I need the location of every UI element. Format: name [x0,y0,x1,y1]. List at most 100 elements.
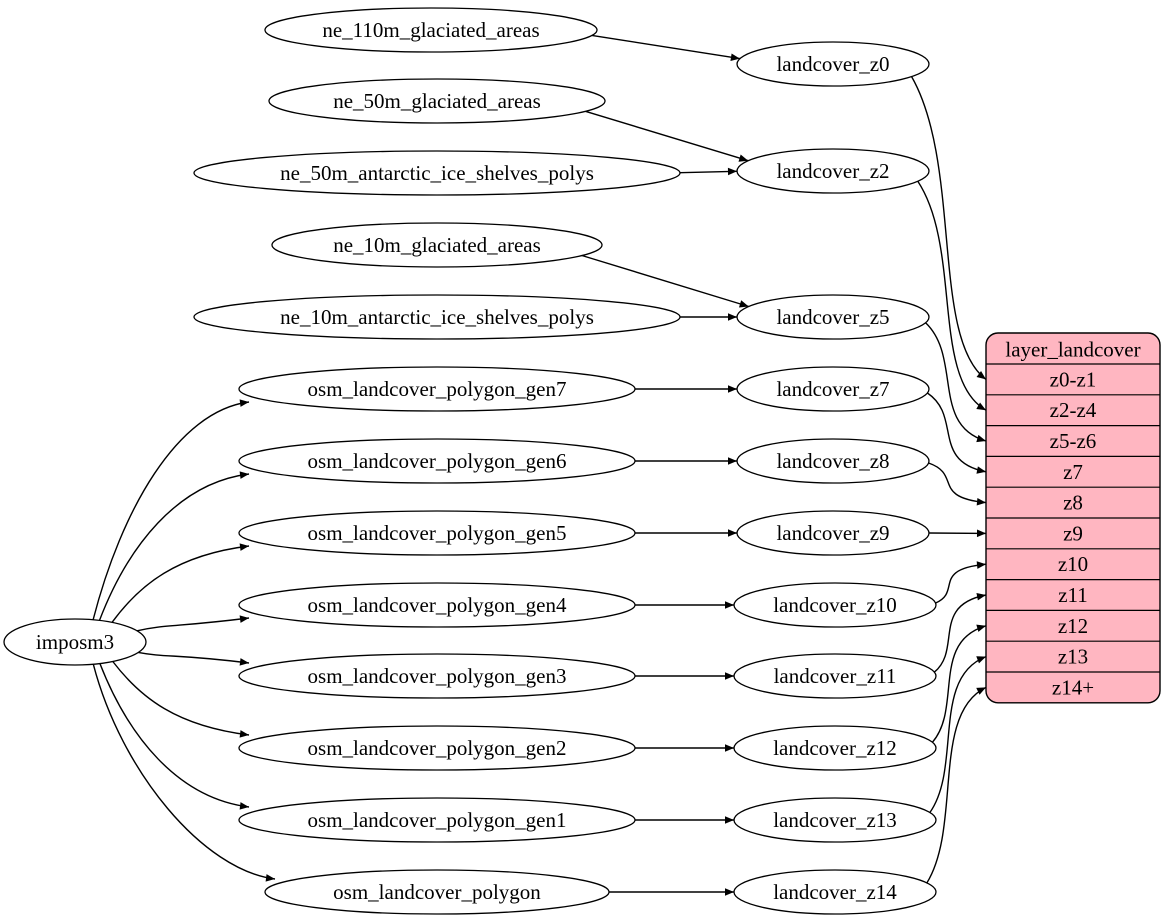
node-label: osm_landcover_polygon_gen6 [308,449,567,473]
node-ellipse [268,78,606,124]
node-label: ne_10m_antarctic_ice_shelves_polys [280,305,594,329]
node-ellipse [238,725,636,771]
node-osm_landcover_polygon_gen1: osm_landcover_polygon_gen1 [238,797,636,843]
edge-ne_50m_glaciated_areas-to-landcover_z2 [585,110,749,162]
node-landcover_z2: landcover_z2 [736,148,930,194]
node-ellipse [736,294,930,340]
edge-imposm3-to-osm_landcover_polygon_gen6 [98,471,250,621]
edge-landcover_z2-to-z2-z4 [917,180,987,411]
record-row-label: z10 [1058,552,1088,576]
node-landcover_z11: landcover_z11 [733,653,937,699]
node-landcover_z12: landcover_z12 [733,725,937,771]
node-label: landcover_z11 [774,664,897,688]
edge-ne_10m_glaciated_areas-to-landcover_z5 [581,254,749,308]
node-label: landcover_z13 [773,808,897,832]
node-label: landcover_z9 [776,521,889,545]
node-landcover_z10: landcover_z10 [733,582,937,628]
node-landcover_z5: landcover_z5 [736,294,930,340]
node-label: landcover_z7 [776,377,889,401]
edge-landcover_z5-to-z5-z6 [925,322,987,443]
node-osm_landcover_polygon: osm_landcover_polygon [264,869,610,915]
node-label: landcover_z12 [773,736,897,760]
node-ellipse [238,653,636,699]
node-osm_landcover_polygon_gen4: osm_landcover_polygon_gen4 [238,582,636,628]
node-ne_50m_antarctic_ice_shelves_polys: ne_50m_antarctic_ice_shelves_polys [193,150,681,196]
node-osm_landcover_polygon_gen6: osm_landcover_polygon_gen6 [238,438,636,484]
node-ellipse [238,366,636,412]
node-ellipse [271,222,603,268]
node-osm_landcover_polygon_gen3: osm_landcover_polygon_gen3 [238,653,636,699]
edge-ne_50m_antarctic_ice_shelves_polys-to-landcover_z2 [679,167,738,176]
node-label: landcover_z5 [776,305,889,329]
node-ellipse [733,869,937,915]
edge-imposm3-to-osm_landcover_polygon [92,664,276,882]
edge-landcover_z13-to-z13 [929,655,987,813]
record-row-label: z14+ [1052,675,1094,699]
edge-landcover_z12-to-z12 [931,624,987,743]
node-ne_10m_glaciated_areas: ne_10m_glaciated_areas [271,222,603,268]
node-ellipse [736,510,930,556]
node-imposm3: imposm3 [3,618,147,666]
record-row-label: z9 [1063,521,1083,545]
record-row-label: z7 [1063,460,1083,484]
node-ne_50m_glaciated_areas: ne_50m_glaciated_areas [268,78,606,124]
record-row-label: z13 [1058,645,1088,669]
node-ellipse [736,148,930,194]
node-ellipse [193,294,681,340]
node-label: landcover_z14 [773,880,897,904]
node-landcover_z8: landcover_z8 [736,438,930,484]
node-ellipse [193,150,681,196]
node-osm_landcover_polygon_gen5: osm_landcover_polygon_gen5 [238,510,636,556]
nodes: imposm3 ne_110m_glaciated_areas ne_50m_gla… [3,7,937,915]
node-landcover_z0: landcover_z0 [736,41,930,87]
node-label: landcover_z10 [773,593,897,617]
node-label: ne_50m_antarctic_ice_shelves_polys [280,161,594,185]
edge-imposm3-to-osm_landcover_polygon_gen4 [136,615,250,632]
node-ne_10m_antarctic_ice_shelves_polys: ne_10m_antarctic_ice_shelves_polys [193,294,681,340]
node-label: ne_10m_glaciated_areas [333,233,541,257]
node-label: ne_50m_glaciated_areas [333,89,541,113]
record-header: layer_landcover [1005,338,1140,362]
node-ellipse [733,653,937,699]
node-label: osm_landcover_polygon_gen2 [308,736,567,760]
node-ellipse [238,438,636,484]
node-ellipse [238,582,636,628]
node-label: osm_landcover_polygon_gen1 [308,808,567,832]
node-label: imposm3 [36,630,114,654]
node-ellipse [736,41,930,87]
node-ellipse [733,582,937,628]
edge-imposm3-to-osm_landcover_polygon_gen3 [138,651,250,666]
record-row-label: z2-z4 [1050,398,1097,422]
node-label: osm_landcover_polygon_gen3 [308,664,567,688]
node-landcover_z13: landcover_z13 [733,797,937,843]
edge-landcover_z7-to-z7 [927,392,987,474]
edge-landcover_z0-to-z0-z1 [910,76,987,380]
node-label: osm_landcover_polygon_gen4 [308,593,567,617]
node-ellipse [238,797,636,843]
node-label: landcover_z0 [776,52,889,76]
record-row-label: z8 [1063,491,1083,515]
node-ellipse [733,725,937,771]
node-landcover_z14: landcover_z14 [733,869,937,915]
node-ellipse [733,797,937,843]
edge-landcover_z14-to-z14+ [926,686,987,884]
record-row-label: z12 [1058,614,1088,638]
record-row-label: z5-z6 [1050,429,1097,453]
node-ne_110m_glaciated_areas: ne_110m_glaciated_areas [264,7,598,53]
edge-imposm3-to-osm_landcover_polygon_gen1 [99,663,250,810]
node-label: ne_110m_glaciated_areas [322,18,539,42]
node-osm_landcover_polygon_gen2: osm_landcover_polygon_gen2 [238,725,636,771]
edge-landcover_z11-to-z11 [933,592,987,673]
node-ellipse [238,510,636,556]
edge-imposm3-to-osm_landcover_polygon_gen7 [92,399,250,620]
edge-imposm3-to-osm_landcover_polygon_gen5 [111,543,250,623]
node-label: landcover_z2 [776,159,889,183]
node-landcover_z9: landcover_z9 [736,510,930,556]
edge-landcover_z8-to-z8 [928,462,987,506]
node-ellipse [264,7,598,53]
edge-imposm3-to-osm_landcover_polygon_gen2 [112,661,250,738]
edges [92,34,987,896]
node-ellipse [736,438,930,484]
